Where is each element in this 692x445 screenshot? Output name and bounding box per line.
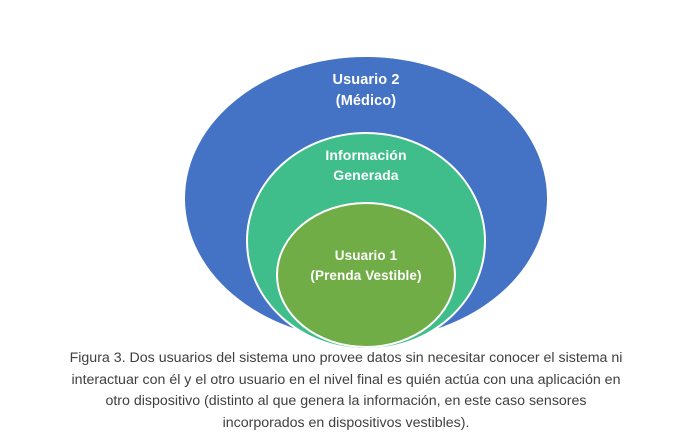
ellipse-usuario-2-label-line-2: (Médico)	[335, 93, 397, 110]
ellipse-usuario-2-label-line-1: Usuario 2	[332, 72, 400, 88]
ellipse-usuario-1-label-line-2: (Prenda Vestible)	[310, 267, 422, 283]
figure-caption-line-2: interactuar con él y el otro usuario en …	[71, 371, 621, 388]
ellipse-usuario-2-label: Usuario 2 (Médico)	[185, 70, 547, 112]
figure-caption-line-3: otro dispositivo (distinto al que genera…	[105, 393, 587, 410]
figure-caption-line-1: Figura 3. Dos usuarios del sistema uno p…	[69, 350, 623, 366]
ellipse-informacion-generada-label-line-2: Generada	[333, 167, 399, 184]
concentric-ellipse-diagram: Usuario 2 (Médico) Información Generada …	[183, 55, 549, 350]
ellipse-usuario-1-label: Usuario 1 (Prenda Vestible)	[278, 246, 454, 285]
ellipse-usuario-1-label-line-1: Usuario 1	[334, 248, 398, 263]
figure-caption-line-4: incorporados en dispositivos vestibles).	[222, 414, 470, 431]
figure-caption: Figura 3. Dos usuarios del sistema uno p…	[46, 348, 646, 434]
ellipse-usuario-1: Usuario 1 (Prenda Vestible)	[276, 202, 456, 348]
